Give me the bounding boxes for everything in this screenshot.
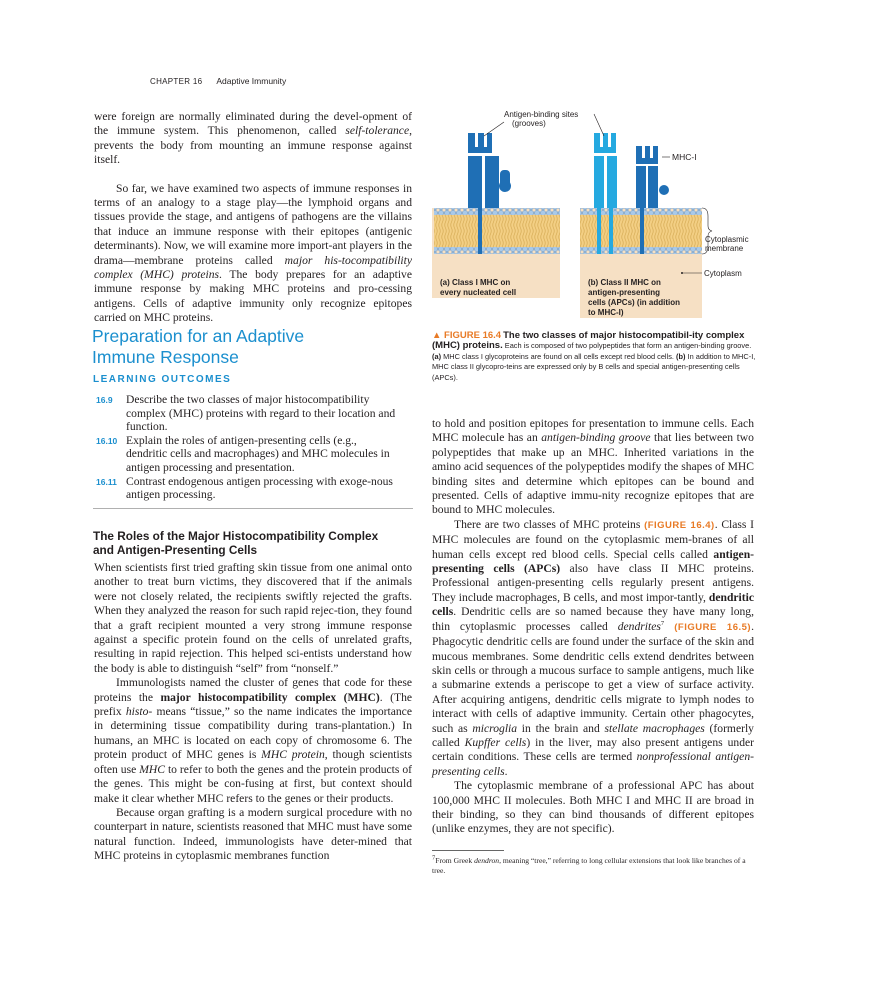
membrane-inner-heads	[434, 247, 560, 254]
paragraph: When scientists first tried grafting ski…	[94, 561, 412, 675]
cytoplasm-label: Cytoplasm	[704, 269, 742, 278]
mhc-i-label: MHC-I	[672, 152, 697, 162]
paragraph: were foreign are normally eliminated dur…	[94, 110, 412, 167]
learning-outcomes-heading: LEARNING OUTCOMES	[93, 374, 232, 385]
footnote: 7From Greek dendron, meaning “tree,” ref…	[432, 854, 746, 875]
paragraph: The cytoplasmic membrane of a profession…	[432, 779, 754, 836]
paragraph: to hold and position epitopes for presen…	[432, 417, 754, 517]
chapter-label: CHAPTER 16	[150, 77, 203, 86]
figure-reference[interactable]: (FIGURE 16.5)	[664, 621, 752, 633]
leader-line	[593, 113, 605, 137]
left-body-text: When scientists first tried grafting ski…	[94, 561, 412, 864]
paragraph: Immunologists named the cluster of genes…	[94, 676, 413, 805]
mhc-class-1-molecule	[468, 133, 511, 254]
paragraph: So far, we have examined two aspects of …	[94, 181, 413, 325]
mhc-class-1-molecule-b	[636, 146, 669, 254]
membrane-brace	[701, 207, 713, 255]
leader-line	[483, 121, 505, 137]
divider	[93, 508, 413, 509]
left-intro-text: were foreign are normally eliminated dur…	[94, 110, 412, 326]
paragraph: Because organ grafting is a modern surgi…	[94, 805, 412, 863]
right-body-text: to hold and position epitopes for presen…	[432, 417, 754, 837]
mhc-class-2-molecule	[594, 133, 617, 254]
chapter-title: Adaptive Immunity	[216, 76, 287, 86]
paragraph: There are two classes of MHC proteins (F…	[432, 517, 754, 778]
figure-reference[interactable]: (FIGURE 16.4)	[644, 519, 715, 531]
footnote-rule	[432, 850, 504, 851]
antigen-binding-label: Antigen-binding sites(grooves)	[504, 110, 578, 128]
subsection-title: The Roles of the Major Histocompatibilit…	[93, 529, 379, 557]
figure-caption: ▲ FIGURE 16.4 The two classes of major h…	[432, 330, 756, 382]
running-header: CHAPTER 16 Adaptive Immunity	[150, 76, 286, 86]
membrane-outer-heads	[434, 208, 560, 215]
